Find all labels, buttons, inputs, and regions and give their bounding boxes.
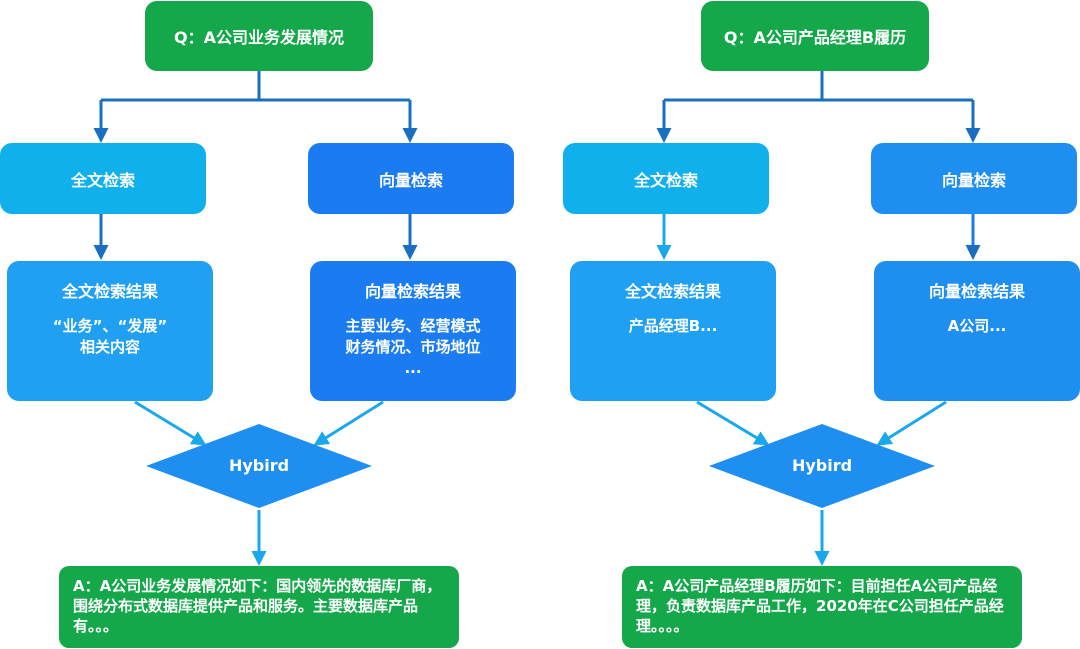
left-connectors [93, 71, 418, 566]
left-fulltext-search-box: 全文检索 [0, 143, 206, 214]
left-answer-text: A：A公司业务发展情况如下：国内领先的数据库厂商，围绕分布式数据库提供产品和服务… [73, 577, 442, 635]
left-fulltext-result-title: 全文检索结果 [61, 282, 158, 301]
left-vector-result-line3: ... [404, 359, 422, 377]
left-hybrid-label: Hybird [228, 456, 290, 475]
left-vector-result-title: 向量检索结果 [364, 282, 461, 301]
right-answer-box: A：A公司产品经理B履历如下：目前担任A公司产品经理，负责数据库产品工作，202… [622, 566, 1022, 648]
left-vector-result-line2: 财务情况、市场地位 [345, 338, 481, 356]
left-fulltext-result-line1: “业务”、“发展” [52, 317, 168, 335]
left-hybrid-diamond [146, 424, 372, 508]
right-hybrid-label: Hybird [791, 456, 853, 475]
right-vector-result-line1: A公司... [947, 317, 1007, 335]
right-fulltext-result-box: 全文检索结果 产品经理B... [570, 261, 776, 401]
right-fulltext-result-line1: 产品经理B... [628, 317, 718, 335]
left-fulltext-search-label: 全文检索 [70, 170, 135, 190]
left-answer-box: A：A公司业务发展情况如下：国内领先的数据库厂商，围绕分布式数据库提供产品和服务… [59, 566, 459, 648]
left-vector-search-label: 向量检索 [378, 170, 443, 190]
left-fulltext-result-box: 全文检索结果 “业务”、“发展” 相关内容 [7, 261, 213, 401]
right-fulltext-result-title: 全文检索结果 [624, 282, 721, 301]
right-question-box: Q：A公司产品经理B履历 [701, 1, 929, 71]
left-vector-result-box: 向量检索结果 主要业务、经营模式 财务情况、市场地位 ... [310, 261, 516, 401]
left-vector-result-line1: 主要业务、经营模式 [345, 317, 481, 335]
right-vector-search-label: 向量检索 [941, 170, 1006, 190]
left-vector-search-box: 向量检索 [308, 143, 514, 214]
right-vector-result-box: 向量检索结果 A公司... [874, 261, 1080, 401]
left-question-text: Q：A公司业务发展情况 [174, 28, 344, 47]
right-vector-search-box: 向量检索 [871, 143, 1077, 214]
right-question-text: Q：A公司产品经理B履历 [723, 28, 907, 47]
right-hybrid-diamond [709, 424, 935, 508]
right-vector-result-title: 向量检索结果 [928, 282, 1025, 301]
right-fulltext-search-box: 全文检索 [563, 143, 769, 214]
right-answer-text: A：A公司产品经理B履历如下：目前担任A公司产品经理，负责数据库产品工作，202… [636, 577, 1004, 635]
left-question-box: Q：A公司业务发展情况 [145, 1, 373, 71]
right-fulltext-search-label: 全文检索 [633, 170, 698, 190]
left-fulltext-result-line2: 相关内容 [79, 338, 140, 356]
right-connectors [656, 71, 981, 566]
